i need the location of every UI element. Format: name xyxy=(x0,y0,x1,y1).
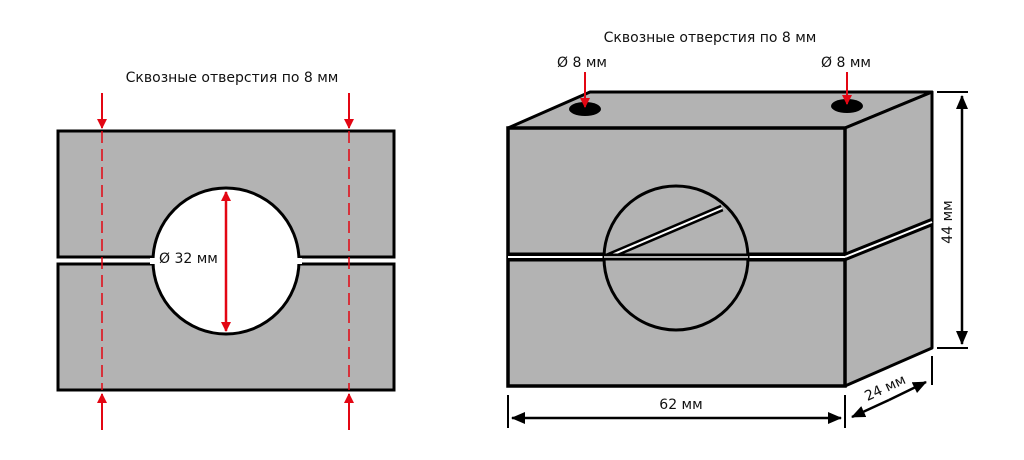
hole-right xyxy=(831,99,863,113)
front-view: Сквозные отверстия по 8 мм Ø 32 мм xyxy=(56,70,396,430)
height-label: 44 мм xyxy=(940,200,956,243)
holes-label: Сквозные отверстия по 8 мм xyxy=(604,30,817,46)
width-label: 62 мм xyxy=(659,397,702,413)
hole-left xyxy=(569,102,601,116)
depth-dimension-arrow xyxy=(851,398,890,419)
hole-left-label: Ø 8 мм xyxy=(557,55,607,71)
hole-right-label: Ø 8 мм xyxy=(821,55,871,71)
bore-label: Ø 32 мм xyxy=(159,251,218,267)
holes-label: Сквозные отверстия по 8 мм xyxy=(126,70,339,86)
isometric-view: Сквозные отверстия по 8 мм Ø 8 мм Ø 8 мм… xyxy=(506,30,968,428)
